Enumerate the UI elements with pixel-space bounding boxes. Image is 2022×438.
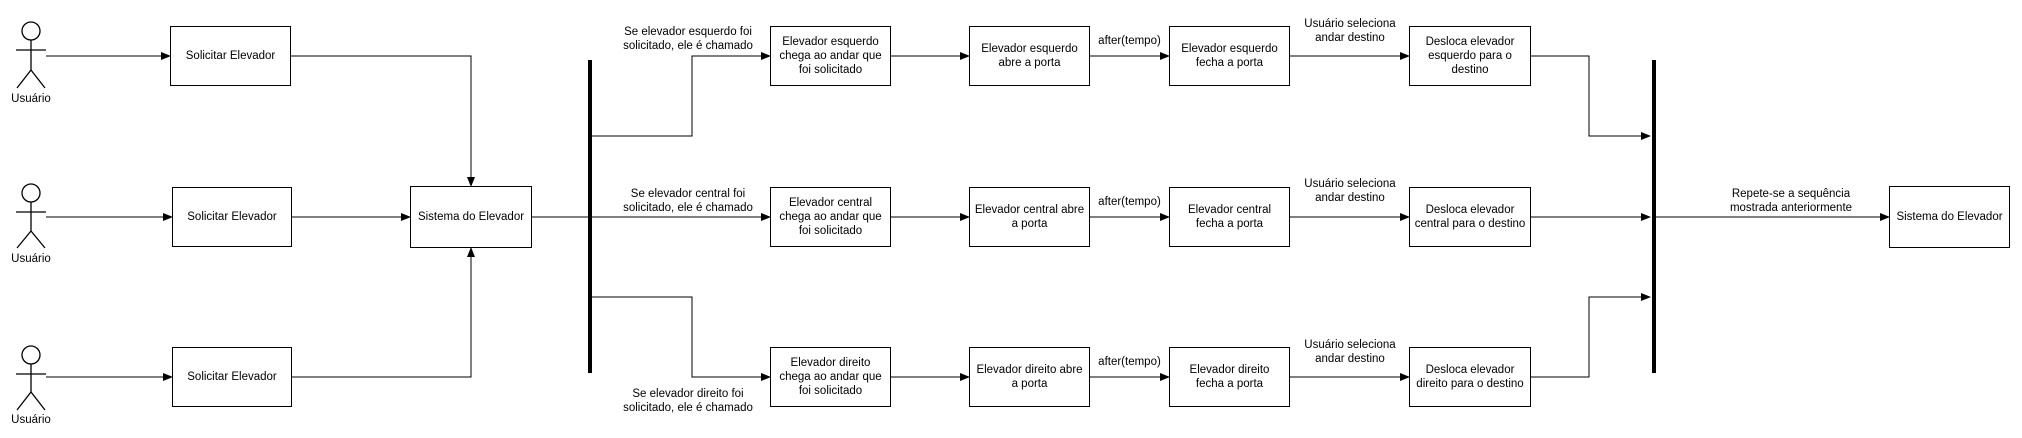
row3-close-box: Elevador direito fecha a porta <box>1169 347 1290 407</box>
branch-label-right: Se elevador direito foi solicitado, ele … <box>623 388 753 414</box>
actor-figure-3 <box>16 345 46 411</box>
actor-label-2: Usuário <box>11 253 51 265</box>
row2-arrive-box: Elevador central chega ao andar que foi … <box>770 187 891 247</box>
branch-label-center: Se elevador central foi solicitado, ele … <box>623 188 753 214</box>
join-bar <box>1652 60 1656 373</box>
actor-label-1: Usuário <box>11 93 51 105</box>
final-elevator-system-box: Sistema do Elevador <box>1889 186 2010 248</box>
edge-request1-system <box>291 55 475 187</box>
repeat-sequence-label: Repete-se a sequência mostrada anteriorm… <box>1729 188 1853 214</box>
row1-move-box: Desloca elevador esquerdo para o destino <box>1409 26 1531 86</box>
request-elevator-box-1: Solicitar Elevador <box>170 26 291 86</box>
row2-select-label: Usuário seleciona andar destino <box>1304 178 1396 204</box>
row2-close-box: Elevador central fecha a porta <box>1169 187 1290 247</box>
fork-bar <box>588 60 592 373</box>
row2-timer-label: after(tempo) <box>1098 196 1161 208</box>
row3-arrive-box: Elevador direito chega ao andar que foi … <box>770 347 891 407</box>
branch-label-left: Se elevador esquerdo foi solicitado, ele… <box>623 26 753 52</box>
row3-open-box: Elevador direito abre a porta <box>969 347 1090 407</box>
row3-timer-label: after(tempo) <box>1098 356 1161 368</box>
row1-open-box: Elevador esquerdo abre a porta <box>969 26 1090 86</box>
row3-move-box: Desloca elevador direito para o destino <box>1409 347 1531 407</box>
edge-request3-system <box>292 247 475 378</box>
row1-arrive-box: Elevador esquerdo chega ao andar que foi… <box>770 26 891 86</box>
actor-figure-1 <box>16 21 46 89</box>
request-elevator-box-3: Solicitar Elevador <box>172 347 292 407</box>
row3-select-label: Usuário seleciona andar destino <box>1304 339 1396 365</box>
edge-move-left-join <box>1531 55 1651 140</box>
actor-label-3: Usuário <box>11 414 51 426</box>
row2-move-box: Desloca elevador central para o destino <box>1409 187 1531 247</box>
row1-close-box: Elevador esquerdo fecha a porta <box>1169 26 1290 86</box>
edge-fork-arrive-left <box>590 52 771 137</box>
edge-fork-arrive-right <box>590 296 771 381</box>
edge-move-right-join <box>1531 293 1651 378</box>
row1-select-label: Usuário seleciona andar destino <box>1304 18 1396 44</box>
row1-timer-label: after(tempo) <box>1098 35 1161 47</box>
row2-open-box: Elevador central abre a porta <box>969 187 1090 247</box>
elevator-system-box: Sistema do Elevador <box>410 186 532 248</box>
request-elevator-box-2: Solicitar Elevador <box>172 187 292 247</box>
actor-figure-2 <box>16 183 46 249</box>
